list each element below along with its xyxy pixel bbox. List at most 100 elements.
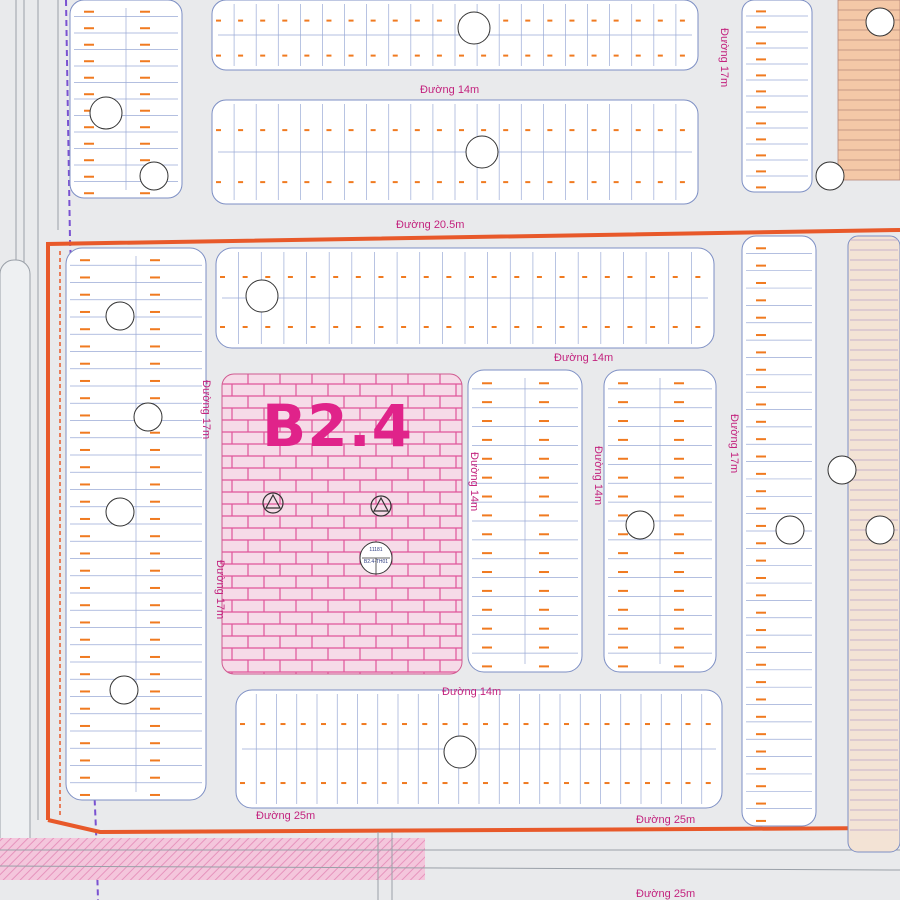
plot-area-mark [265, 326, 271, 328]
plot-area-mark [674, 476, 684, 479]
plot-area-mark [674, 665, 684, 668]
plot-area-mark [150, 328, 160, 331]
plot-area-mark [304, 19, 310, 22]
plot-area-mark [645, 782, 650, 785]
plot-area-mark [469, 326, 474, 328]
plot-area-mark [462, 723, 468, 726]
plot-area-mark [756, 299, 766, 302]
plot-area-mark [280, 782, 286, 785]
plot-area-mark [341, 782, 347, 785]
plot-area-mark [674, 646, 684, 649]
plot-area-mark [624, 723, 630, 726]
plot-area-mark [220, 326, 225, 328]
plot-area-mark [423, 276, 429, 278]
survey-triangle-icons [262, 492, 392, 517]
plot-area-mark [348, 129, 354, 132]
plot-area-mark [672, 276, 678, 278]
plot-area-mark [238, 129, 244, 132]
plot-area-mark [756, 334, 766, 337]
plot-area-mark [756, 524, 766, 527]
plot-area-mark [348, 181, 354, 184]
plot-area-mark [84, 175, 94, 178]
plot-area-mark [756, 403, 766, 406]
plot-area-mark [674, 495, 684, 498]
plot-area-mark [310, 276, 316, 278]
plot-area-mark [150, 500, 160, 503]
plot-area-mark [539, 438, 549, 441]
plot-area-mark [756, 542, 766, 545]
plot-area-mark [525, 181, 531, 184]
plot-area-mark [84, 142, 94, 145]
plot-area-mark [414, 19, 420, 22]
road-label-right-top-17: Đường 17m [718, 28, 730, 88]
plot-area-mark [355, 326, 361, 328]
plot-area-mark [618, 627, 628, 630]
plot-area-mark [650, 276, 656, 278]
plot-area-mark [674, 401, 684, 404]
plot-area-mark [536, 326, 542, 328]
plot-area-mark [150, 345, 160, 348]
plot-area-mark [361, 723, 367, 726]
plot-area-mark [582, 326, 588, 328]
plot-area-mark [140, 142, 150, 145]
plot-area-mark [140, 27, 150, 30]
plot-area-mark [756, 368, 766, 371]
plot-area-mark [674, 420, 684, 423]
plot-area-mark [140, 126, 150, 129]
road-label-mid-20-5: Đường 20.5m [396, 219, 465, 231]
plot-area-mark [584, 723, 590, 726]
plot-area-mark [756, 733, 766, 736]
plot-area-mark [525, 19, 531, 22]
plot-area-mark [80, 379, 90, 382]
plot-area-mark [140, 60, 150, 63]
plot-area-mark [613, 54, 619, 57]
plot-area-mark [140, 109, 150, 112]
plot-area-mark [80, 259, 90, 262]
road-label-center-14: Đường 14m [468, 452, 480, 512]
plot-area-mark [216, 19, 221, 22]
plot-area-mark [618, 401, 628, 404]
plot-area-mark [378, 276, 384, 278]
plot-area-mark [150, 552, 160, 555]
plot-area-mark [150, 310, 160, 313]
plot-area-mark [370, 19, 376, 22]
plot-area-mark [483, 723, 488, 726]
plot-area-mark [756, 420, 766, 423]
plot-area-mark [150, 379, 160, 382]
plot-area-mark [584, 782, 590, 785]
plot-area-mark [539, 457, 549, 460]
plot-area-mark [756, 802, 766, 805]
plot-area-mark [756, 455, 766, 458]
plot-area-mark [756, 611, 766, 614]
plot-area-mark [80, 448, 90, 451]
plot-area-mark [679, 19, 685, 22]
plot-area-mark [304, 54, 310, 57]
plot-area-mark [482, 457, 492, 460]
plot-area-mark [481, 129, 487, 132]
plot-area-mark [514, 326, 520, 328]
plot-area-mark [150, 759, 160, 762]
plot-area-mark [525, 54, 531, 57]
plot-area-mark [150, 776, 160, 779]
plot-area-mark [242, 326, 248, 328]
plot-area-mark [564, 723, 569, 726]
plot-area-mark [756, 715, 766, 718]
road-label-center-14-b: Đường 14m [592, 446, 604, 506]
plot-area-mark [591, 19, 597, 22]
plot-area-mark [80, 569, 90, 572]
plot-area-mark [446, 276, 452, 278]
plot-area-mark [80, 483, 90, 486]
road-label-bottom-25-far: Đường 25m [636, 888, 696, 900]
plot-area-mark [756, 681, 766, 684]
plot-area-mark [569, 19, 575, 22]
plot-area-mark [635, 19, 641, 22]
plot-area-mark [422, 782, 428, 785]
plot-area-mark [482, 495, 492, 498]
plot-area-mark [756, 594, 766, 597]
plot-area-mark [80, 414, 90, 417]
plot-area-mark [282, 129, 288, 132]
plot-area-mark [756, 154, 766, 157]
plot-area-mark [569, 54, 575, 57]
plot-area-mark [539, 552, 549, 555]
